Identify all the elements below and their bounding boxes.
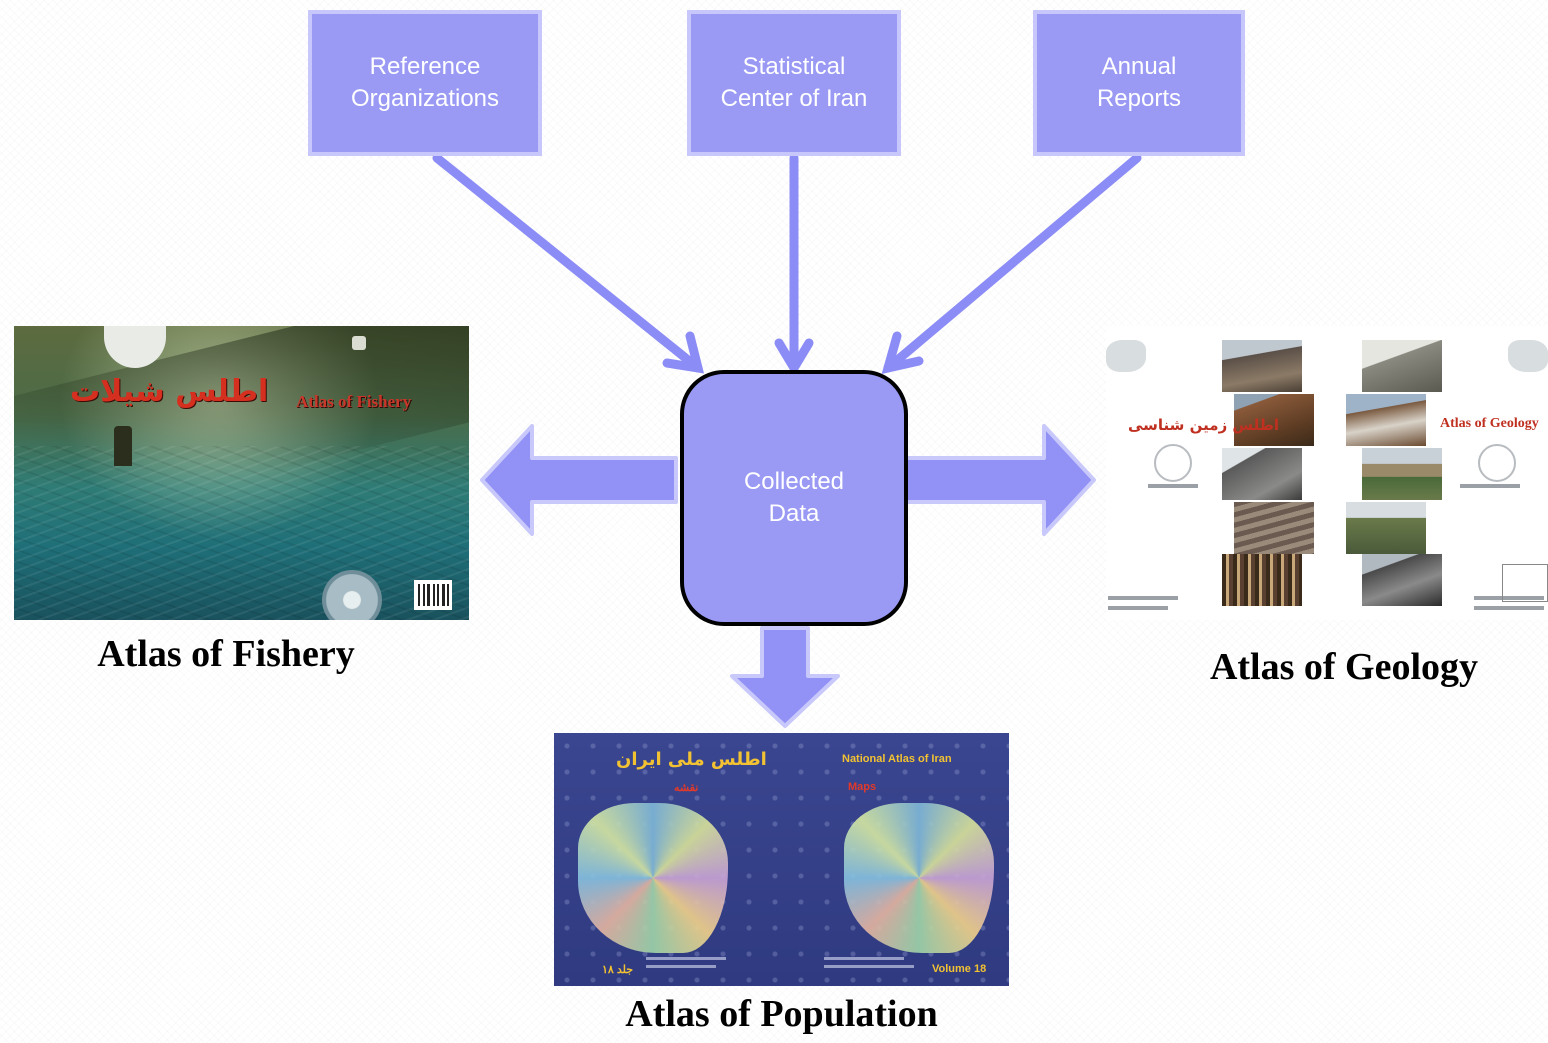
atlas-of-fishery-cover: اطلس شیلات Atlas of Fishery <box>14 326 469 620</box>
geology-photo <box>1346 502 1426 554</box>
iran-map-icon <box>1106 340 1146 372</box>
geology-photo <box>1362 340 1442 392</box>
arrowhead-reference <box>662 331 705 374</box>
arrowhead-annual <box>881 331 924 375</box>
source-label-line2: Organizations <box>350 85 500 112</box>
source-label-line2: Center of Iran <box>720 85 868 112</box>
iran-map-icon <box>1508 340 1548 372</box>
fisherman-boat-image <box>114 426 132 466</box>
atlas-of-population-cover: اطلس ملی ایران National Atlas of Iran نق… <box>554 733 1009 986</box>
geology-photo <box>1362 554 1442 606</box>
geology-photo <box>1346 394 1426 446</box>
cover-title-persian: اطلس زمین شناسی <box>1128 416 1280 434</box>
geology-photo <box>1222 554 1302 606</box>
iran-map-icon <box>578 803 728 953</box>
cover-subtitle-english: Maps <box>848 781 877 793</box>
cover-title-english: Atlas of Fishery <box>296 392 412 411</box>
geology-photo <box>1234 394 1314 446</box>
cover-title-english: Atlas of Geology <box>1440 416 1539 431</box>
geology-photo <box>1234 502 1314 554</box>
source-label-line1: Annual <box>1101 53 1177 80</box>
arrowhead-statistical <box>774 338 814 377</box>
source-label-line1: Reference <box>369 53 481 80</box>
barcode-icon <box>414 580 452 610</box>
geology-photo <box>1222 448 1302 500</box>
source-label-line2: Reports <box>1096 85 1182 112</box>
caption-atlas-of-population: Atlas of Population <box>625 993 938 1035</box>
cover-volume-persian: جلد ۱۸ <box>602 964 634 976</box>
center-label-line2: Data <box>768 500 820 527</box>
cd-disc-icon <box>322 570 382 620</box>
source-box-reference-organizations: Reference Organizations <box>308 10 542 156</box>
atlas-of-geology-cover: اطلس زمین شناسی Atlas of Geology <box>1106 326 1548 620</box>
block-arrow-down <box>730 626 840 728</box>
publisher-logo-icon <box>352 336 366 350</box>
source-box-statistical-center: Statistical Center of Iran <box>687 10 901 156</box>
cover-title-persian: اطلس شیلات <box>70 374 269 409</box>
cover-title-english: National Atlas of Iran <box>842 753 952 765</box>
geology-photo <box>1222 340 1302 392</box>
block-arrow-left <box>480 424 678 536</box>
publisher-seal-icon <box>1478 444 1516 482</box>
cover-subtitle-persian: نقشه <box>674 782 699 794</box>
iran-map-icon <box>844 803 994 953</box>
source-box-annual-reports: Annual Reports <box>1033 10 1245 156</box>
geology-photo <box>1362 448 1442 500</box>
center-label-line1: Collected <box>743 468 845 495</box>
arrow-reference-to-data <box>432 153 703 373</box>
block-arrow-right <box>900 424 1096 536</box>
arrow-annual-to-data <box>883 153 1142 373</box>
cover-title-persian: اطلس ملی ایران <box>616 749 767 770</box>
caption-atlas-of-geology: Atlas of Geology <box>1209 646 1479 688</box>
source-label-line1: Statistical <box>742 53 846 80</box>
publisher-seal-icon <box>1154 444 1192 482</box>
cover-volume-english: Volume 18 <box>932 963 987 975</box>
collected-data-box: Collected Data <box>680 370 908 626</box>
caption-atlas-of-fishery: Atlas of Fishery <box>97 633 355 675</box>
